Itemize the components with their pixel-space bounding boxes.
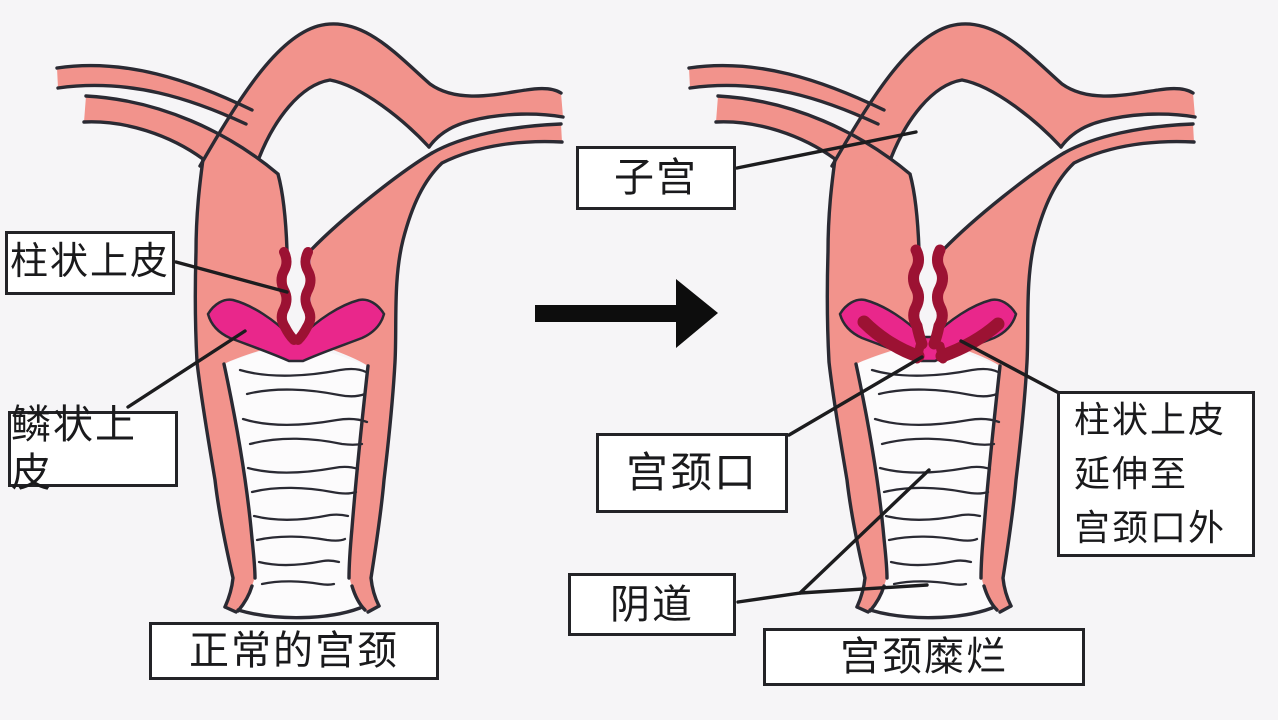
label-uterus: 子宫 xyxy=(576,146,736,210)
eroded-cervix-illustration xyxy=(687,22,1197,620)
normal-cervix-illustration xyxy=(55,22,565,620)
label-columnar-extends: 柱状上皮 延伸至 宫颈口外 xyxy=(1057,391,1255,557)
caption-normal-cervix: 正常的宫颈 xyxy=(149,622,439,680)
columnar-epithelium-normal xyxy=(276,247,316,345)
leader-uterus xyxy=(735,130,918,170)
leader-vagina-lower xyxy=(798,583,929,595)
columnar-epithelium-extended xyxy=(857,244,1005,364)
label-squamous-epithelium: 鳞状上皮 xyxy=(8,403,178,495)
leader-columnar-extends xyxy=(959,339,1061,395)
label-cervical-os: 宫颈口 xyxy=(596,433,788,513)
leader-columnar-epithelium xyxy=(174,260,289,294)
leader-cervical-os xyxy=(787,355,924,437)
leader-lines xyxy=(126,130,1061,604)
label-columnar-epithelium: 柱状上皮 xyxy=(5,231,175,295)
label-vagina: 阴道 xyxy=(568,573,736,636)
right-arrow-icon xyxy=(535,279,718,348)
leader-squamous-epithelium xyxy=(126,329,247,409)
caption-cervical-erosion: 宫颈糜烂 xyxy=(763,628,1085,686)
